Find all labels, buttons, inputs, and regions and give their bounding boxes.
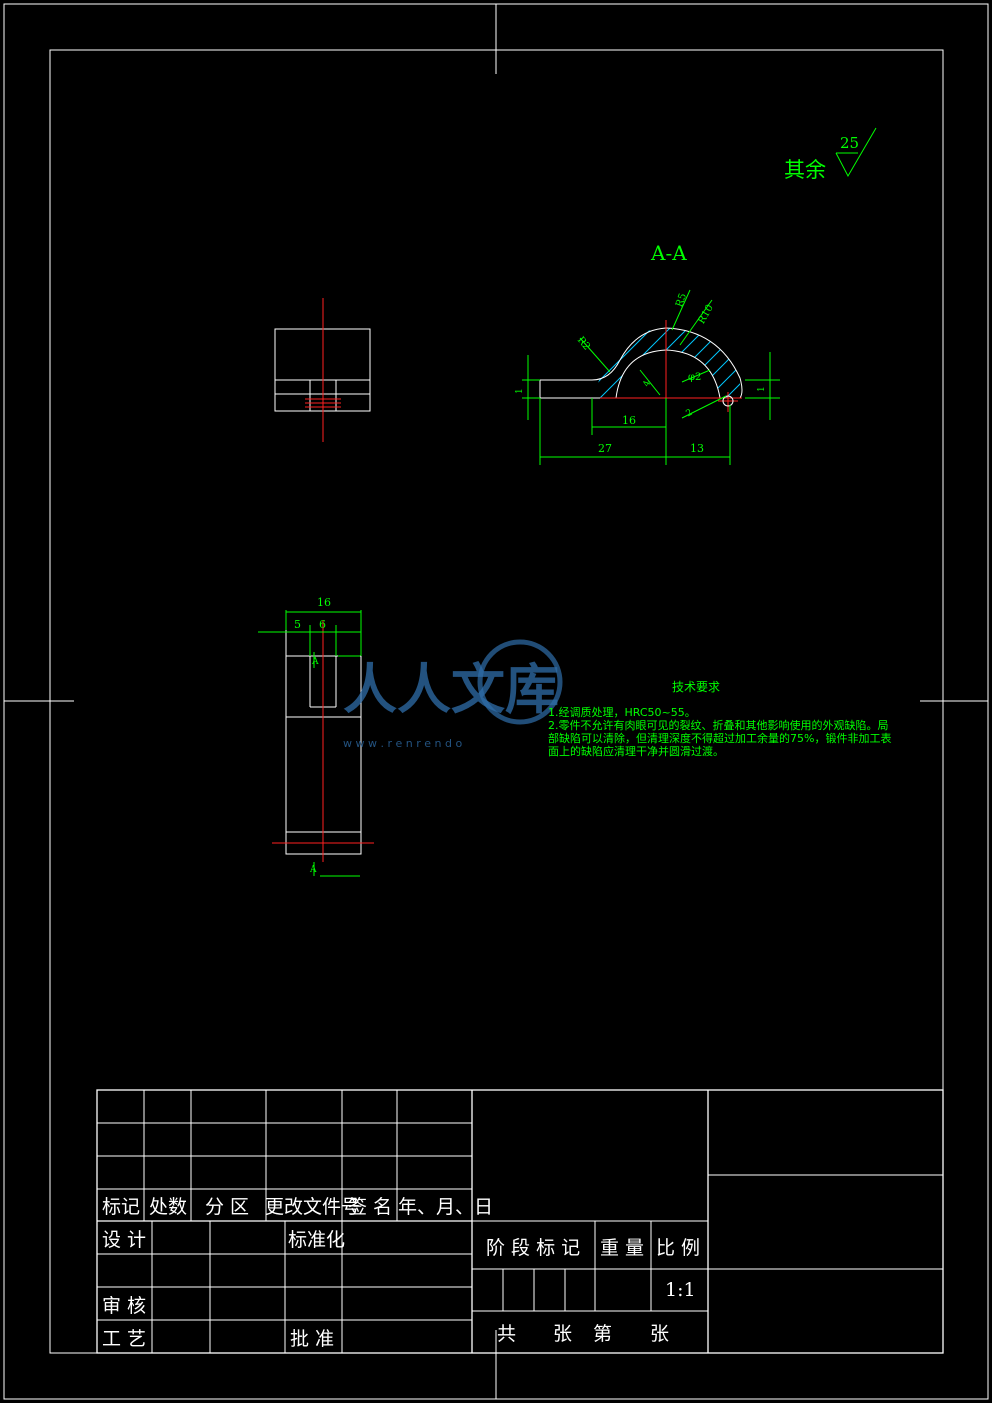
dim-r2: R2 <box>575 335 592 353</box>
section-mark-bottom: A <box>309 865 317 875</box>
tb-di: 第 <box>593 1323 612 1345</box>
dim-27: 27 <box>598 442 612 455</box>
section-title: A-A <box>650 241 687 265</box>
dim-r10: R10 <box>696 303 716 326</box>
tb-genggai: 更改文件号 <box>265 1196 360 1218</box>
dim-phi2: φ2 <box>688 372 701 383</box>
tb-nianyueri: 年、月、日 <box>398 1196 493 1218</box>
tb-gongyi: 工 艺 <box>102 1328 146 1350</box>
dim-4: 4 <box>642 379 653 388</box>
tech-requirements: 技术要求 1.经调质处理，HRC50~55。 2.零件不允许有肉眼可见的裂纹、折… <box>548 680 891 758</box>
dim-13: 13 <box>690 442 704 455</box>
watermark-text: 人人文库 <box>343 658 559 721</box>
tech-title: 技术要求 <box>672 680 720 694</box>
tech-line2: 2.零件不允许有肉眼可见的裂纹、折叠和其他影响使用的外观缺陷。局 <box>548 718 889 732</box>
roughness-value: 25 <box>840 134 859 152</box>
tb-pizhun: 批 准 <box>290 1328 334 1350</box>
tb-zhang2: 张 <box>650 1323 669 1345</box>
tb-fenqu: 分 区 <box>205 1196 249 1218</box>
dim-s6: 6 <box>319 618 326 631</box>
tb-biaozhunhua: 标准化 <box>288 1229 345 1251</box>
tb-sheji: 设 计 <box>102 1229 146 1251</box>
dim-1b: 1 <box>757 386 767 392</box>
dim-2: 2 <box>685 408 695 420</box>
section-mark-top: A <box>311 657 319 667</box>
tech-line4: 面上的缺陷应清理干净并圆滑过渡。 <box>548 744 724 758</box>
dim-s16: 16 <box>317 596 331 609</box>
tb-shenhe: 审 核 <box>102 1295 146 1317</box>
tb-qianming: 签 名 <box>348 1196 392 1218</box>
watermark-url: w w w . r e n r e n d o <box>343 737 462 750</box>
dim-16: 16 <box>622 414 636 427</box>
tech-line3: 部缺陷可以清除，但清理深度不得超过加工余量的75%，锻件非加工表 <box>548 731 891 745</box>
dim-1a: 1 <box>515 388 525 394</box>
roughness-note: 其余 25 <box>784 127 877 182</box>
roughness-label: 其余 <box>784 158 826 182</box>
title-block: 标记 处数 分 区 更改文件号 签 名 年、月、日 设 计 标准化 审 核 工 … <box>96 1089 944 1354</box>
dim-s5: 5 <box>294 618 301 631</box>
tb-jieduan: 阶 段 标 记 <box>486 1237 580 1259</box>
top-view <box>274 298 371 442</box>
tb-scale: 1:1 <box>665 1279 696 1301</box>
tb-chushu: 处数 <box>149 1196 187 1218</box>
tech-line1: 1.经调质处理，HRC50~55。 <box>548 706 696 719</box>
section-view: 16 27 13 R5 R10 R2 φ2 4 2 1 1 <box>515 289 780 465</box>
tb-zhang1: 张 <box>553 1323 572 1345</box>
tb-biaoji: 标记 <box>102 1196 140 1218</box>
tb-zhongliang: 重 量 <box>600 1237 644 1259</box>
tb-bili: 比 例 <box>656 1237 700 1259</box>
tb-gong: 共 <box>497 1323 516 1345</box>
watermark: 人人文库 w w w . r e n r e n d o <box>343 639 563 750</box>
front-view: 16 5 6 A A <box>258 596 374 877</box>
dim-r5: R5 <box>674 292 689 309</box>
